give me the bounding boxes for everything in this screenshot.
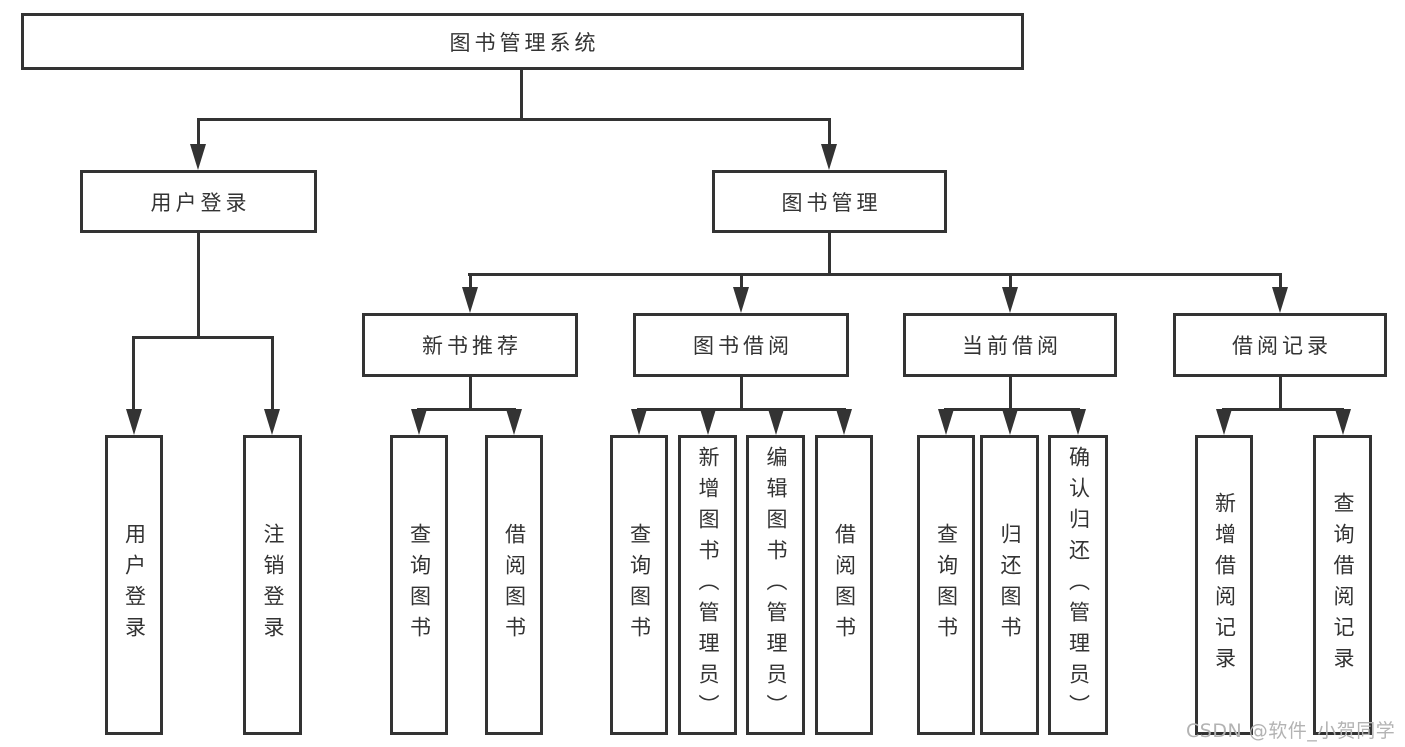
connector-mgmt-stub (828, 233, 831, 275)
node-book-borrow: 图书借阅 (633, 313, 849, 377)
connector-level2-stem-right (828, 118, 831, 146)
arrowhead-bb-query (631, 409, 647, 435)
connector-level2-hline (197, 118, 831, 121)
connector-level3-stem-4 (1279, 273, 1282, 290)
connector-root-stub (520, 70, 523, 120)
arrowhead-book-borrow (733, 287, 749, 313)
node-root: 图书管理系统 (21, 13, 1024, 70)
connector-newbook-stub (469, 377, 472, 409)
connector-borrow-stub (740, 377, 743, 409)
connector-level3-hline (468, 273, 1281, 276)
arrowhead-br-add (1216, 409, 1232, 435)
leaf-bb-add-books-admin: 新增图书（管理员） (678, 435, 737, 735)
connector-login-hline (133, 336, 274, 339)
arrowhead-bb-edit (768, 409, 784, 435)
arrowhead-current-borrow (1002, 287, 1018, 313)
arrowhead-cb-confirm (1070, 409, 1086, 435)
leaf-bb-edit-books-admin: 编辑图书（管理员） (746, 435, 805, 735)
node-user-login: 用户登录 (80, 170, 317, 233)
arrowhead-cb-query (938, 409, 954, 435)
arrowhead-bb-borrow (836, 409, 852, 435)
node-current-borrow: 当前借阅 (903, 313, 1117, 377)
leaf-cb-return-books: 归还图书 (980, 435, 1039, 735)
arrowhead-book-mgmt (821, 144, 837, 170)
connector-level3-stem-2 (740, 273, 743, 290)
arrowhead-br-query (1335, 409, 1351, 435)
node-new-book-rec: 新书推荐 (362, 313, 578, 377)
arrowhead-nb-borrow (506, 409, 522, 435)
connector-current-stub (1009, 377, 1012, 409)
leaf-cb-confirm-return-admin: 确认归还（管理员） (1048, 435, 1108, 735)
arrowhead-leaf-logout (264, 409, 280, 435)
arrowhead-leaf-user-login (126, 409, 142, 435)
connector-login-stub (197, 233, 200, 336)
connector-borrow-hline (637, 408, 846, 411)
connector-login-stem-2 (271, 336, 274, 412)
leaf-cb-query-books: 查询图书 (917, 435, 975, 735)
arrowhead-bb-add (700, 409, 716, 435)
leaf-bb-query-books: 查询图书 (610, 435, 668, 735)
connector-level3-stem-1 (469, 273, 472, 290)
leaf-nb-query-books: 查询图书 (390, 435, 448, 735)
connector-records-stub (1279, 377, 1282, 409)
arrowhead-nb-query (411, 409, 427, 435)
connector-login-stem-1 (132, 336, 135, 412)
node-borrow-records: 借阅记录 (1173, 313, 1387, 377)
arrowhead-cb-return (1002, 409, 1018, 435)
leaf-bb-borrow-books: 借阅图书 (815, 435, 873, 735)
leaf-user-login: 用户登录 (105, 435, 163, 735)
arrowhead-user-login (190, 144, 206, 170)
connector-newbook-hline (417, 408, 516, 411)
node-book-mgmt: 图书管理 (712, 170, 947, 233)
connector-records-hline (1222, 408, 1344, 411)
arrowhead-borrow-records (1272, 287, 1288, 313)
connector-level2-stem-left (197, 118, 200, 146)
leaf-br-add-record: 新增借阅记录 (1195, 435, 1253, 735)
leaf-br-query-record: 查询借阅记录 (1313, 435, 1372, 735)
leaf-logout: 注销登录 (243, 435, 302, 735)
csdn-watermark: CSDN @软件_小贺同学 (1186, 720, 1396, 742)
leaf-nb-borrow-books: 借阅图书 (485, 435, 543, 735)
connector-level3-stem-3 (1009, 273, 1012, 290)
arrowhead-new-book-rec (462, 287, 478, 313)
